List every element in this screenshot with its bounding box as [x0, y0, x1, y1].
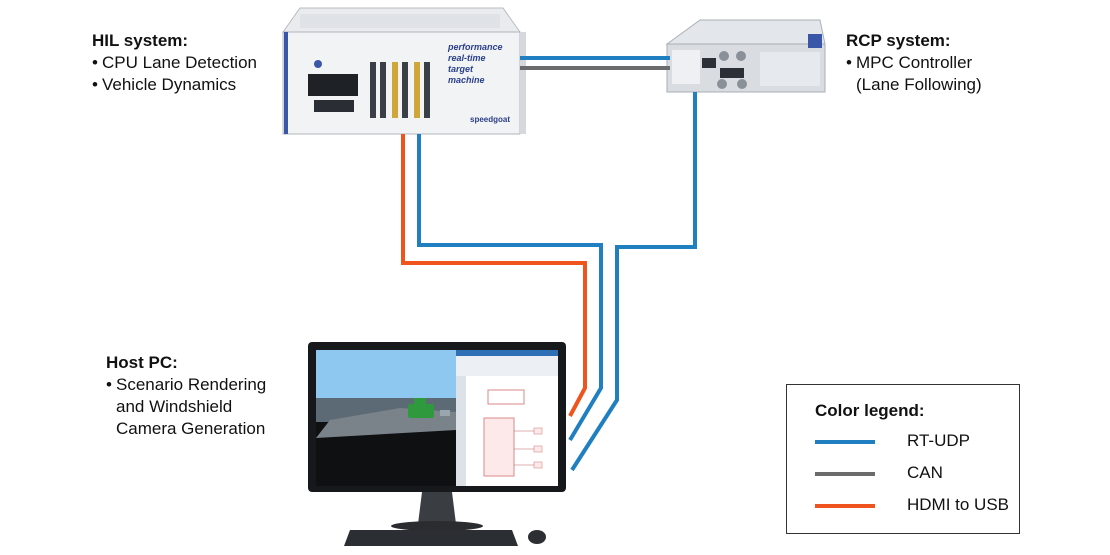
host-label: Host PC: •Scenario Rendering and Windshi…	[106, 352, 266, 440]
legend-swatch-rt-udp	[815, 440, 875, 444]
legend-swatch-hdmi	[815, 504, 875, 508]
hil-item-text: Vehicle Dynamics	[102, 75, 237, 94]
wire-hdmi-host-hil	[401, 134, 587, 417]
device-text-line-3: target	[448, 64, 474, 74]
host-pc-monitor	[308, 342, 566, 531]
hil-item: •CPU Lane Detection	[92, 53, 257, 72]
rcp-item-text: MPC Controller	[856, 53, 973, 72]
legend-swatch-can	[815, 472, 875, 476]
legend-entry-hdmi: HDMI to USB	[815, 495, 1015, 515]
legend-entry-can: CAN	[815, 463, 1015, 483]
rcp-device	[665, 19, 826, 93]
wire-rt-udp-host-rcp	[570, 92, 697, 472]
hil-title: HIL system:	[92, 31, 189, 50]
rcp-item-continuation: (Lane Following)	[856, 75, 982, 94]
legend-title: Color legend:	[815, 401, 925, 420]
hil-target-machine: performance real-time target machine spe…	[282, 7, 526, 135]
legend-label-rt-udp: RT-UDP	[907, 431, 970, 450]
mouse	[528, 530, 546, 544]
legend-entry-rt-udp: RT-UDP	[815, 431, 1015, 451]
host-item-text: Scenario Rendering	[116, 375, 267, 394]
rcp-title: RCP system:	[846, 31, 951, 50]
legend-label-can: CAN	[907, 463, 943, 482]
host-item: •Scenario Rendering	[106, 375, 267, 394]
brand-logo: speedgoat	[470, 115, 510, 124]
rcp-label: RCP system: •MPC Controller (Lane Follow…	[846, 30, 982, 96]
host-item-continuation: Camera Generation	[116, 419, 266, 438]
hil-item-text: CPU Lane Detection	[102, 53, 257, 72]
device-text-line-4: machine	[448, 75, 485, 85]
keyboard	[344, 530, 518, 546]
host-item-continuation: and Windshield	[116, 397, 233, 416]
device-text-line-2: real-time	[448, 53, 486, 63]
rcp-item: •MPC Controller	[846, 53, 973, 72]
device-text-line-1: performance	[447, 42, 503, 52]
color-legend: Color legend: RT-UDP CAN HDMI to USB	[786, 384, 1020, 534]
hil-item: •Vehicle Dynamics	[92, 75, 237, 94]
wire-rt-udp-host-hil	[417, 134, 603, 442]
hil-label: HIL system: •CPU Lane Detection •Vehicle…	[92, 30, 257, 96]
legend-label-hdmi: HDMI to USB	[907, 495, 1010, 514]
host-title: Host PC:	[106, 353, 178, 372]
